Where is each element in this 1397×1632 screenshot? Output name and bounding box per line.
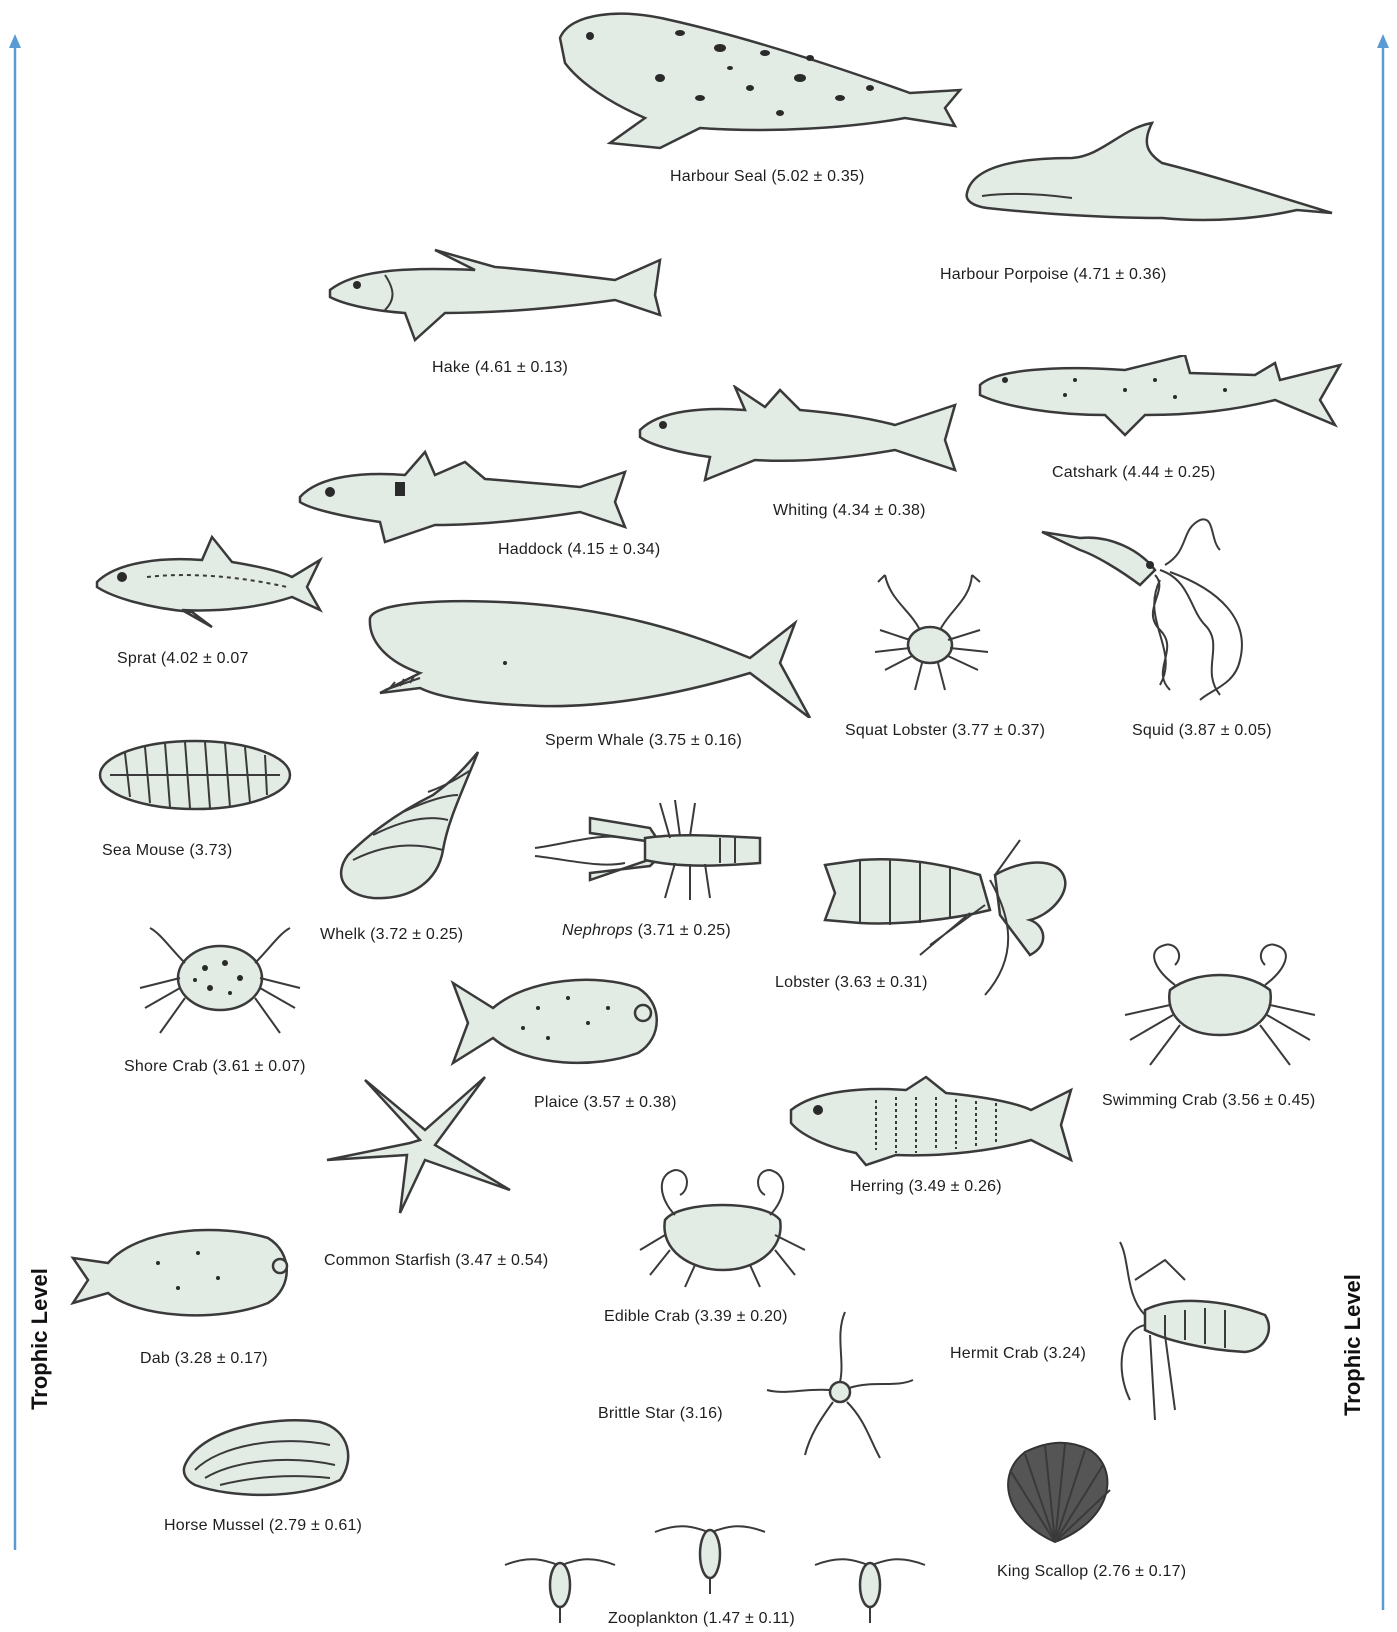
sprat-label: Sprat (4.02 ± 0.07 <box>117 650 249 668</box>
brittle-star-icon <box>765 1310 915 1460</box>
squid-icon <box>1040 510 1265 705</box>
edible-crab-label: Edible Crab (3.39 ± 0.20) <box>604 1308 788 1326</box>
king-scallop-label: King Scallop (2.76 ± 0.17) <box>997 1563 1186 1581</box>
haddock-icon <box>295 447 630 547</box>
brittle-star-label: Brittle Star (3.16) <box>598 1405 723 1423</box>
scallop-icon <box>995 1440 1120 1545</box>
harbour-seal-label: Harbour Seal (5.02 ± 0.35) <box>670 168 865 186</box>
haddock-label: Haddock (4.15 ± 0.34) <box>498 541 660 559</box>
whiting-icon <box>635 385 965 485</box>
zooplankton-label: Zooplankton (1.47 ± 0.11) <box>608 1610 795 1628</box>
swimming-crab-icon <box>1115 940 1325 1080</box>
common-starfish-label: Common Starfish (3.47 ± 0.54) <box>324 1252 548 1270</box>
sprat-icon <box>92 532 324 632</box>
whiting-label: Whiting (4.34 ± 0.38) <box>773 502 926 520</box>
zooplankton-icon-right <box>810 1545 930 1625</box>
herring-label: Herring (3.49 ± 0.26) <box>850 1178 1002 1196</box>
hake-icon <box>325 245 665 345</box>
dab-icon <box>68 1218 298 1333</box>
seal-icon <box>550 8 970 153</box>
herring-icon <box>786 1075 1076 1170</box>
whelk-label: Whelk (3.72 ± 0.25) <box>320 926 463 944</box>
nephrops-icon <box>530 798 765 903</box>
starfish-icon <box>325 1075 515 1215</box>
zooplankton-icon-left <box>500 1545 620 1625</box>
squat-lobster-icon <box>860 570 1000 700</box>
porpoise-icon <box>962 118 1340 233</box>
squat-lobster-label: Squat Lobster (3.77 ± 0.37) <box>845 722 1045 740</box>
harbour-porpoise-label: Harbour Porpoise (4.71 ± 0.36) <box>940 266 1166 284</box>
plaice-icon <box>448 968 663 1076</box>
sperm-whale-label: Sperm Whale (3.75 ± 0.16) <box>545 732 742 750</box>
dab-label: Dab (3.28 ± 0.17) <box>140 1350 268 1368</box>
sea-mouse-label: Sea Mouse (3.73) <box>102 842 232 860</box>
hermit-crab-label: Hermit Crab (3.24) <box>950 1345 1086 1363</box>
edible-crab-icon <box>635 1165 810 1290</box>
shark-icon <box>975 355 1345 440</box>
sea-mouse-icon <box>95 733 295 818</box>
lobster-label: Lobster (3.63 ± 0.31) <box>775 974 928 992</box>
plaice-label: Plaice (3.57 ± 0.38) <box>534 1094 677 1112</box>
zooplankton-icon-center <box>650 1512 770 1597</box>
whelk-icon <box>333 750 483 900</box>
right-axis-title: Trophic Level <box>1340 1260 1366 1430</box>
nephrops-label: Nephrops (3.71 ± 0.25) <box>562 922 731 940</box>
hake-label: Hake (4.61 ± 0.13) <box>432 359 568 377</box>
hermit-crab-icon <box>1105 1240 1275 1430</box>
shore-crab-icon <box>130 908 310 1048</box>
mussel-icon <box>180 1410 355 1500</box>
squid-label: Squid (3.87 ± 0.05) <box>1132 722 1272 740</box>
horse-mussel-label: Horse Mussel (2.79 ± 0.61) <box>164 1517 362 1535</box>
catshark-label: Catshark (4.44 ± 0.25) <box>1052 464 1216 482</box>
swimming-crab-label: Swimming Crab (3.56 ± 0.45) <box>1102 1092 1315 1110</box>
shore-crab-label: Shore Crab (3.61 ± 0.07) <box>124 1058 306 1076</box>
whale-icon <box>360 598 815 718</box>
left-axis-title: Trophic Level <box>27 1254 53 1424</box>
